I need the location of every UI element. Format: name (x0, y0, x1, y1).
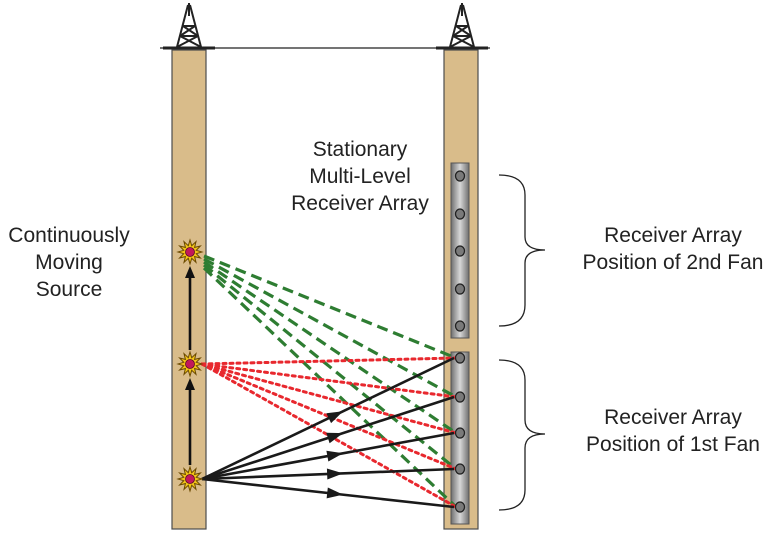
ray-arrowhead (326, 432, 344, 444)
receiver-icon (454, 427, 466, 439)
ray-arrowhead (326, 487, 344, 499)
receiver-icon (454, 501, 466, 513)
ray-arrowhead (326, 468, 344, 480)
fan2-label: Receiver Array Position of 2nd Fan (582, 224, 764, 274)
fan2-ray (202, 263, 458, 471)
fan1-ray (200, 362, 458, 399)
receiver-icon (454, 352, 466, 364)
fan1-ray (200, 362, 458, 435)
receiver-icon (454, 320, 466, 332)
derrick-icon-left (163, 3, 215, 50)
fan2-ray (203, 254, 457, 360)
fan2-ray (202, 266, 458, 509)
source-burst-icon (176, 350, 204, 378)
bracket-2nd-fan (498, 174, 546, 327)
source-burst-icon (176, 238, 204, 266)
receiver-icon (454, 463, 466, 475)
ray-arrowhead (326, 450, 344, 462)
source-label: Continuously Moving Source (8, 224, 130, 301)
receiver-icon (454, 245, 466, 257)
transmission-ray (201, 356, 455, 481)
source-motion-arrowhead (185, 266, 195, 278)
receiver-array-label: Stationary Multi-Level Receiver Array (291, 138, 429, 215)
receiver-icon (454, 391, 466, 403)
derrick-icon-right (436, 3, 488, 50)
ray-arrowhead (326, 411, 344, 424)
source-motion-arrowhead (185, 378, 195, 390)
receiver-icon (454, 208, 466, 220)
fan2-ray (203, 257, 457, 399)
fan1-ray (200, 356, 458, 366)
fan1-label: Receiver Array Position of 1st Fan (586, 406, 760, 456)
receiver-icon (454, 283, 466, 295)
source-burst-icon (176, 465, 204, 493)
bracket-1st-fan (498, 359, 546, 511)
receiver-icon (454, 170, 466, 182)
